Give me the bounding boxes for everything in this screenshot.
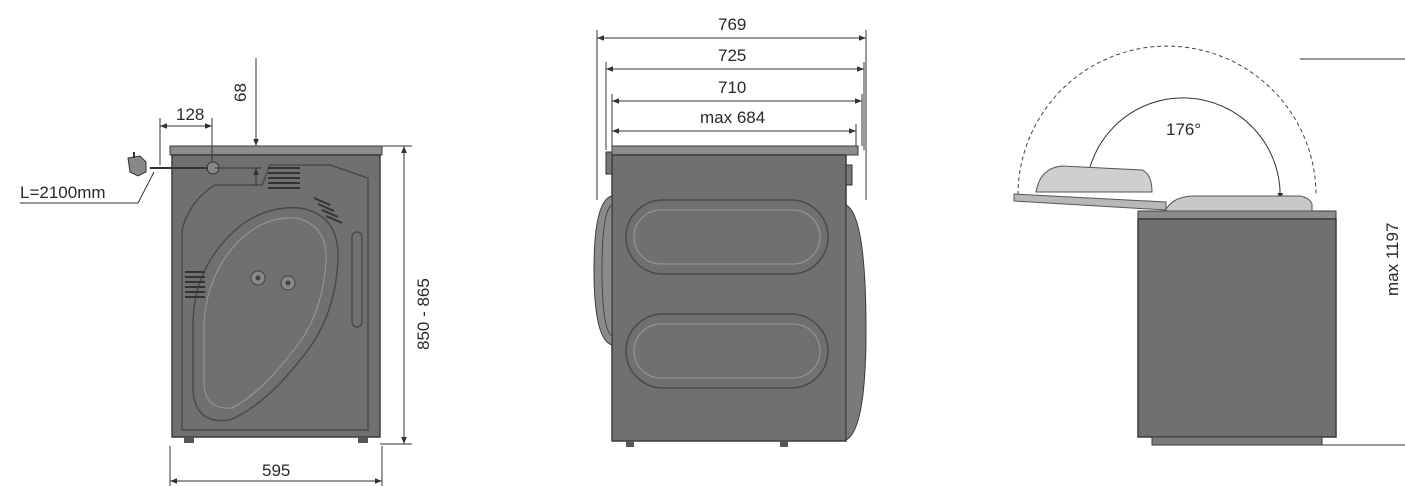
side-rear-tab	[845, 164, 853, 186]
rear-side-slot	[351, 231, 363, 328]
rear-drum-outline	[192, 206, 339, 422]
rear-vent-left	[185, 271, 205, 298]
height-label: 850 - 865	[414, 278, 433, 350]
lid-closed	[1164, 195, 1313, 212]
power-plug-icon	[127, 155, 147, 177]
side-emboss-bottom	[625, 313, 829, 389]
side-foot-rear	[780, 441, 788, 447]
lid-body	[1137, 218, 1337, 438]
side-body	[611, 154, 847, 442]
side-rear-bulge	[845, 204, 867, 441]
width-label: 595	[262, 461, 290, 480]
depth-3-label: 710	[718, 78, 746, 97]
rear-vent-top	[268, 167, 300, 189]
lid-swing-arc	[1017, 45, 1317, 196]
offset-horizontal-label: 128	[176, 105, 204, 124]
depth-overall-label: 769	[718, 15, 746, 34]
rear-embossing-frame	[181, 164, 369, 431]
side-emboss-bottom-inner	[633, 323, 821, 379]
rear-body	[171, 154, 381, 438]
side-view: 769 725 710 max 684	[593, 15, 867, 447]
lid-opened-cover	[1035, 165, 1153, 193]
rear-foot-right	[358, 437, 368, 443]
side-control-knob	[605, 151, 613, 175]
offset-vertical-label: 68	[231, 83, 250, 102]
rear-top-plate	[169, 145, 383, 156]
lid-top-plate	[1137, 210, 1337, 220]
depth-max-label: max 684	[700, 108, 765, 127]
cable-length-label: L=2100mm	[20, 183, 106, 202]
lid-view: 176° max 1197	[1013, 45, 1405, 446]
cable-leader	[137, 171, 155, 204]
side-door-rim	[601, 204, 613, 337]
side-emboss-top	[625, 199, 829, 275]
rear-view: L=2100mm 128 68 850 - 865 595	[20, 58, 433, 486]
rear-connector-1-dot	[255, 275, 261, 281]
depth-2-label: 725	[718, 46, 746, 65]
rear-foot-left	[184, 437, 194, 443]
lid-angle-arc	[1083, 97, 1284, 201]
lid-base	[1151, 436, 1323, 446]
lid-angle-label: 176°	[1166, 120, 1201, 139]
side-emboss-top-inner	[633, 209, 821, 265]
rear-vent-diagonal	[313, 197, 343, 224]
side-foot-front	[626, 441, 634, 447]
side-top-plate	[611, 145, 859, 156]
rear-connector-2-dot	[285, 280, 291, 286]
rear-drum-inner	[203, 217, 327, 409]
side-door	[593, 195, 613, 346]
max-height-label: max 1197	[1383, 223, 1402, 296]
lid-opened	[1013, 193, 1167, 211]
